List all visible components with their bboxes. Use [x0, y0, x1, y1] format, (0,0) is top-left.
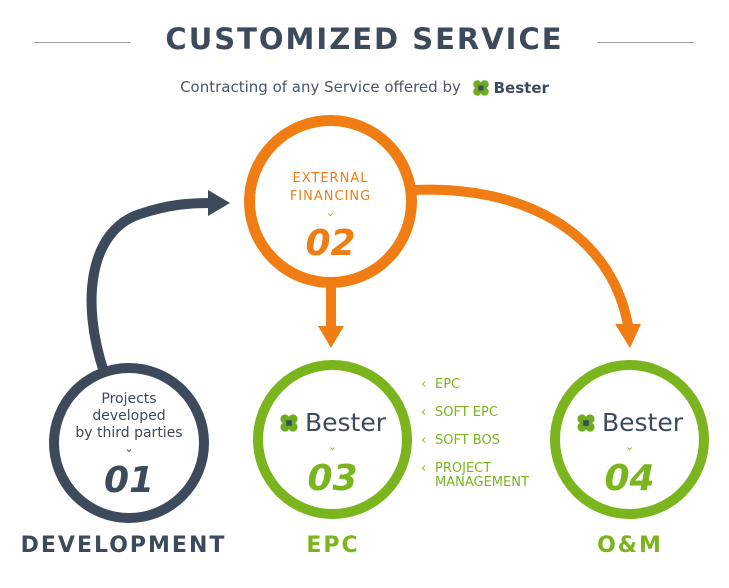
step-02-text: EXTERNAL FINANCING: [255, 170, 406, 206]
epc-service-label: SOFT BOS: [435, 433, 500, 448]
step-03-number: 03: [307, 458, 358, 499]
epc-service-item: ‹ EPC: [421, 378, 460, 392]
chevron-left-icon: ‹: [421, 405, 427, 420]
title-rule-left: [34, 42, 131, 43]
step-03-brand: Bester: [263, 408, 402, 437]
step-01-line-2: developed: [92, 408, 166, 424]
step-02-line-2: FINANCING: [289, 189, 372, 204]
chevron-left-icon: ‹: [421, 461, 427, 476]
step-04-number: 04: [604, 458, 655, 499]
arrow-development-to-financing: [86, 198, 213, 374]
label-epc: EPC: [306, 533, 360, 558]
bester-logo-icon: [280, 413, 298, 432]
step-01-circle: Projects developed by third parties ⌄ 01: [49, 363, 209, 523]
step-03-circle: Bester ⌄ 03: [253, 360, 412, 519]
step-02-number: 02: [305, 223, 356, 264]
step-04-circle: Bester ⌄ 04: [550, 360, 709, 519]
epc-service-item: ‹ SOFT EPC: [421, 406, 498, 420]
epc-service-label: EPC: [435, 377, 461, 392]
brand-inline: Bester: [472, 79, 549, 97]
arrow-financing-to-om: [413, 184, 633, 326]
bester-logo-icon: [472, 79, 489, 96]
epc-service-label: SOFT EPC: [435, 405, 498, 420]
epc-service-line-1: PROJECT: [435, 461, 492, 476]
step-02-line-1: EXTERNAL: [292, 171, 369, 186]
brand-inline-label: Bester: [493, 78, 549, 97]
step-03-brand-label: Bester: [304, 408, 387, 437]
page-title: CUSTOMIZED SERVICE: [165, 22, 564, 56]
epc-service-line-2: MANAGEMENT: [435, 475, 529, 490]
arrowhead-orange-om: [615, 324, 641, 348]
chevron-down-icon: ⌄: [327, 440, 338, 453]
epc-service-item: ‹ PROJECT MANAGEMENT: [421, 462, 529, 490]
arrowhead-orange-epc: [318, 326, 344, 348]
chevron-down-icon: ⌄: [124, 442, 134, 455]
title-rule-right: [597, 42, 694, 43]
chevron-left-icon: ‹: [421, 433, 427, 448]
step-01-line-1: Projects: [101, 391, 157, 407]
subtitle-text: Contracting of any Service offered by: [180, 78, 461, 96]
step-01-line-3: by third parties: [75, 425, 183, 441]
bester-logo-icon: [577, 413, 595, 432]
subtitle: Contracting of any Service offered by Be…: [0, 78, 729, 97]
label-development: DEVELOPMENT: [20, 533, 227, 558]
step-04-brand: Bester: [560, 408, 699, 437]
chevron-down-icon: ⌄: [325, 206, 336, 219]
step-01-text: Projects developed by third parties: [59, 391, 199, 442]
epc-service-label-multiline: PROJECT MANAGEMENT: [435, 462, 529, 490]
chevron-left-icon: ‹: [421, 377, 427, 392]
step-04-brand-label: Bester: [601, 408, 684, 437]
step-02-circle: EXTERNAL FINANCING ⌄ 02: [244, 115, 417, 288]
label-om: O&M: [597, 533, 663, 558]
epc-service-item: ‹ SOFT BOS: [421, 434, 500, 448]
arrowhead-dark: [208, 190, 230, 216]
chevron-down-icon: ⌄: [624, 440, 635, 453]
step-01-number: 01: [103, 460, 155, 501]
